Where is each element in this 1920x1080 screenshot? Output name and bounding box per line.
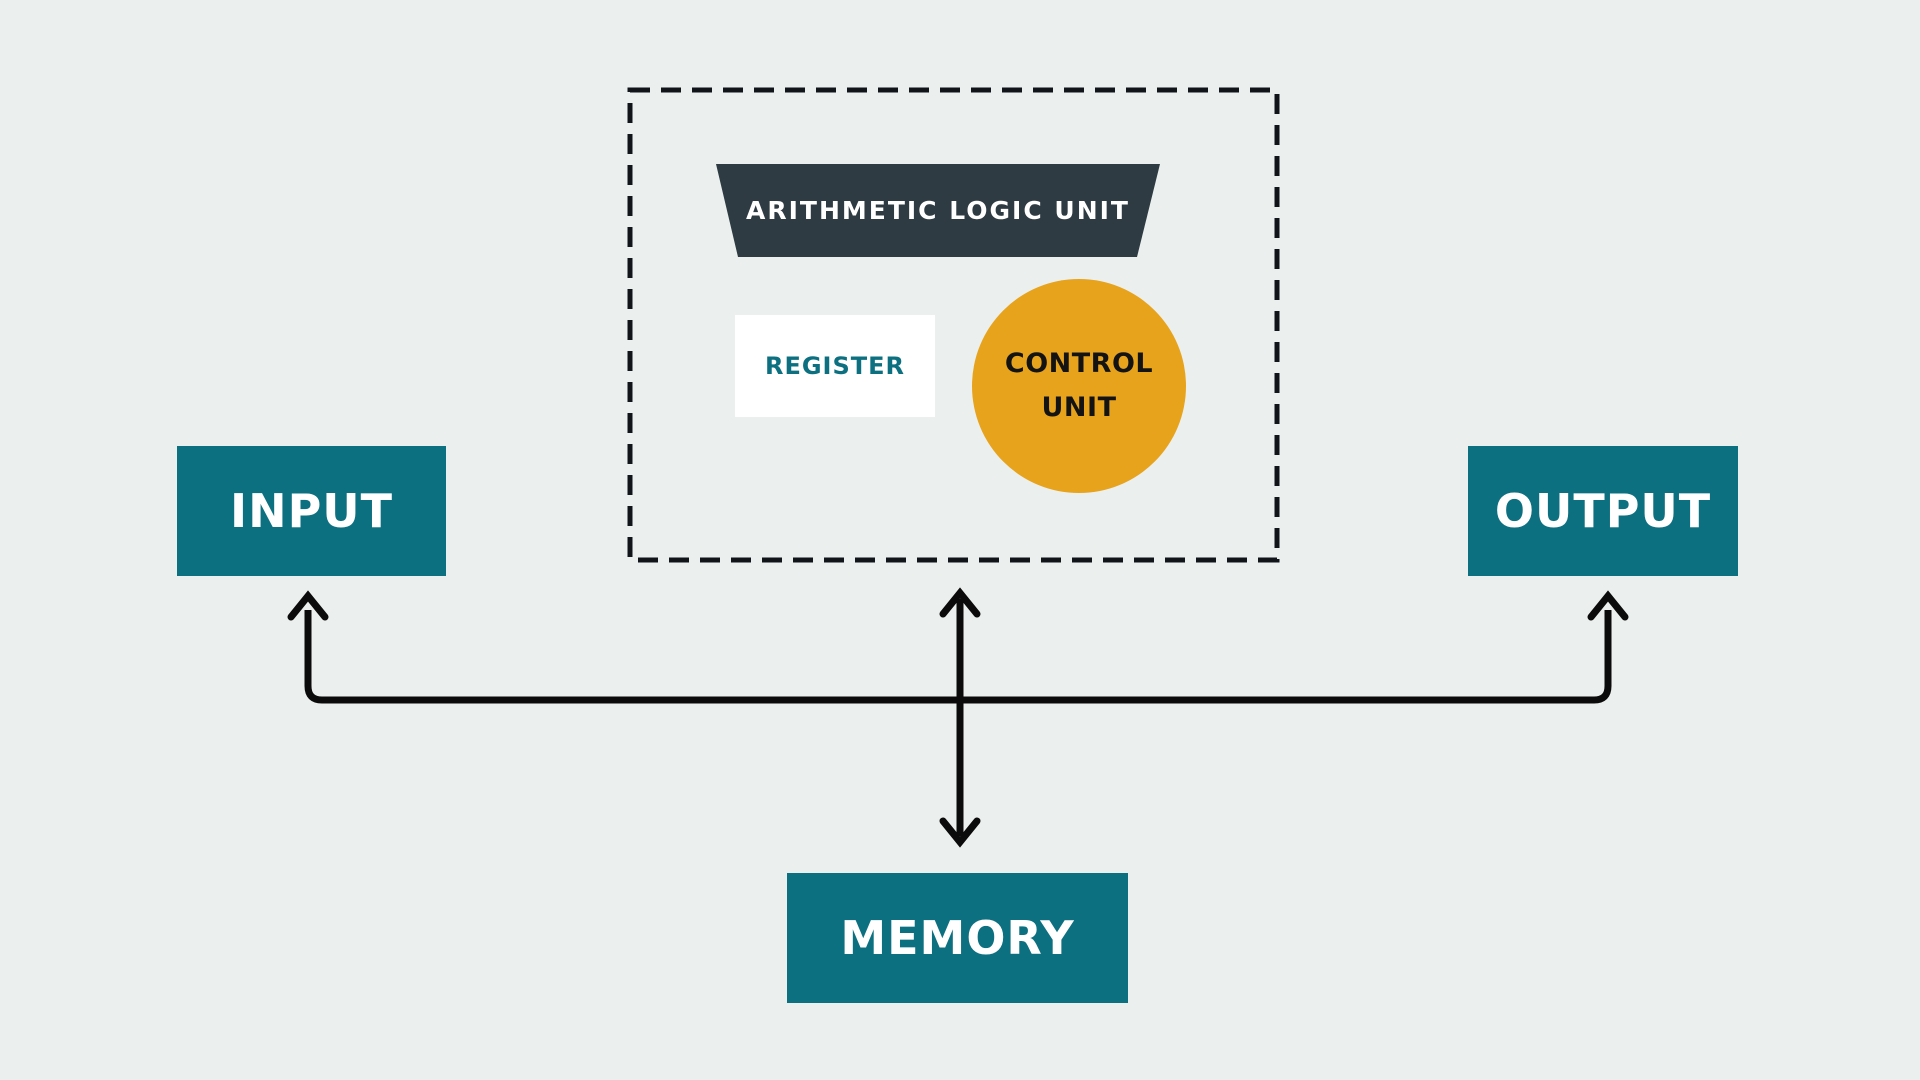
memory-arrowhead-icon [939,817,981,848]
cpu-arrowhead-icon [939,587,981,618]
input-arrowhead-icon [287,590,329,621]
output-label: OUTPUT [1494,484,1712,538]
register-block: REGISTER [735,315,935,417]
alu-block: ARITHMETIC LOGIC UNIT [716,164,1160,257]
register-label: REGISTER [764,352,906,380]
input-block: INPUT [177,446,446,576]
memory-label: MEMORY [840,911,1075,965]
control-unit-block: CONTROL UNIT [972,279,1186,493]
memory-block: MEMORY [787,873,1128,1003]
alu-label: ARITHMETIC LOGIC UNIT [746,196,1130,225]
output-arrowhead-icon [1587,590,1629,621]
output-block: OUTPUT [1468,446,1738,576]
control-unit-label: CONTROL UNIT [1004,348,1154,423]
input-label: INPUT [229,484,394,538]
cpu-boundary-dashed-border [627,87,1280,563]
